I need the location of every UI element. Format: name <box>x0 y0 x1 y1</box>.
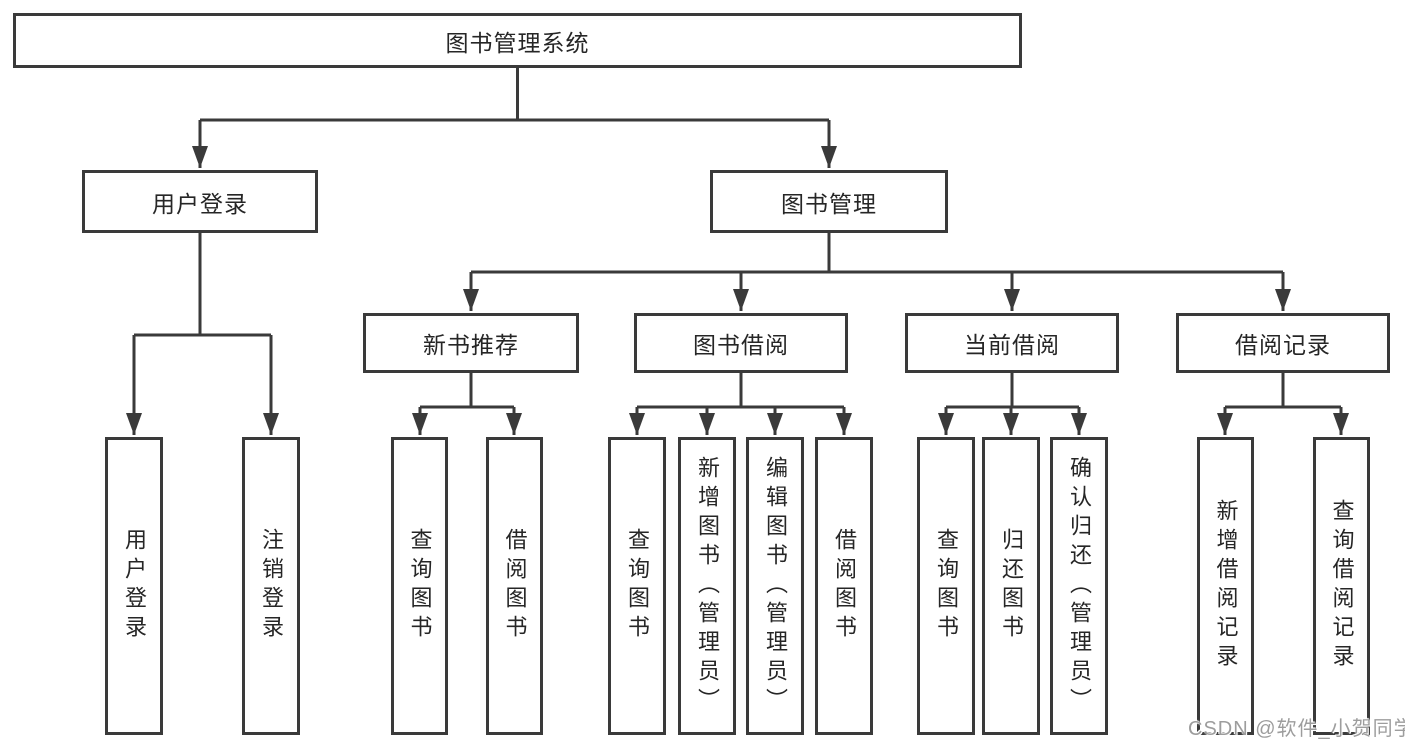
node-label: 查询图书 <box>934 528 959 644</box>
node-label: 新增借阅记录 <box>1213 499 1239 673</box>
node-borrowing-records: 借阅记录 <box>1176 313 1390 373</box>
node-label: 图书借阅 <box>693 332 789 358</box>
node-query-borrow-record: 查询借阅记录 <box>1313 437 1370 735</box>
node-query-books: 查询图书 <box>608 437 666 735</box>
connector-book-borrow-bus <box>637 373 844 409</box>
node-label: 用户登录 <box>152 190 248 217</box>
node-new-book-recommendation: 新书推荐 <box>363 313 579 373</box>
node-user-login: 用户登录 <box>82 170 318 233</box>
connector-user-login-bus <box>134 233 271 337</box>
node-label: 编辑图书（管理员） <box>763 455 788 717</box>
node-add-borrow-record: 新增借阅记录 <box>1197 437 1254 735</box>
connector-current-borrow-bus <box>946 373 1079 409</box>
node-label: 借阅图书 <box>502 528 528 644</box>
node-label: 借阅图书 <box>832 528 857 644</box>
connector-borrow-records-bus <box>1225 373 1341 409</box>
node-label: 查询图书 <box>407 528 433 644</box>
node-edit-books-admin: 编辑图书（管理员） <box>746 437 804 735</box>
node-user-login-leaf: 用户登录 <box>105 437 163 735</box>
node-label: 归还图书 <box>999 528 1024 644</box>
connector-root-bus <box>200 68 829 122</box>
node-borrow-books: 借阅图书 <box>815 437 873 735</box>
node-logout: 注销登录 <box>242 437 300 735</box>
node-label: 图书管理 <box>781 190 877 217</box>
node-label: 查询借阅记录 <box>1329 499 1355 673</box>
node-borrow-books-recommendation: 借阅图书 <box>486 437 543 735</box>
node-current-borrowing: 当前借阅 <box>905 313 1119 373</box>
node-label: 新增图书（管理员） <box>695 455 720 717</box>
node-return-books: 归还图书 <box>982 437 1040 735</box>
node-library-management-system: 图书管理系统 <box>13 13 1022 68</box>
node-book-management: 图书管理 <box>710 170 948 233</box>
csdn-watermark: CSDN @软件_小贺同学 <box>1188 718 1405 740</box>
node-confirm-return-admin: 确认归还（管理员） <box>1050 437 1108 735</box>
node-label: 借阅记录 <box>1235 332 1331 358</box>
node-label: 当前借阅 <box>964 332 1060 358</box>
node-query-books-recommendation: 查询图书 <box>391 437 448 735</box>
connector-new-book-rec-bus <box>420 373 514 409</box>
node-label: 注销登录 <box>259 528 284 644</box>
node-label: 确认归还（管理员） <box>1067 455 1092 717</box>
node-add-books-admin: 新增图书（管理员） <box>678 437 736 735</box>
node-label: 新书推荐 <box>423 332 519 358</box>
node-label: 查询图书 <box>625 528 650 644</box>
connector-book-mgmt-bus <box>471 233 1283 274</box>
node-label: 图书管理系统 <box>445 29 590 56</box>
node-label: 用户登录 <box>122 528 147 644</box>
node-query-books-current: 查询图书 <box>917 437 975 735</box>
node-book-borrowing: 图书借阅 <box>634 313 848 373</box>
